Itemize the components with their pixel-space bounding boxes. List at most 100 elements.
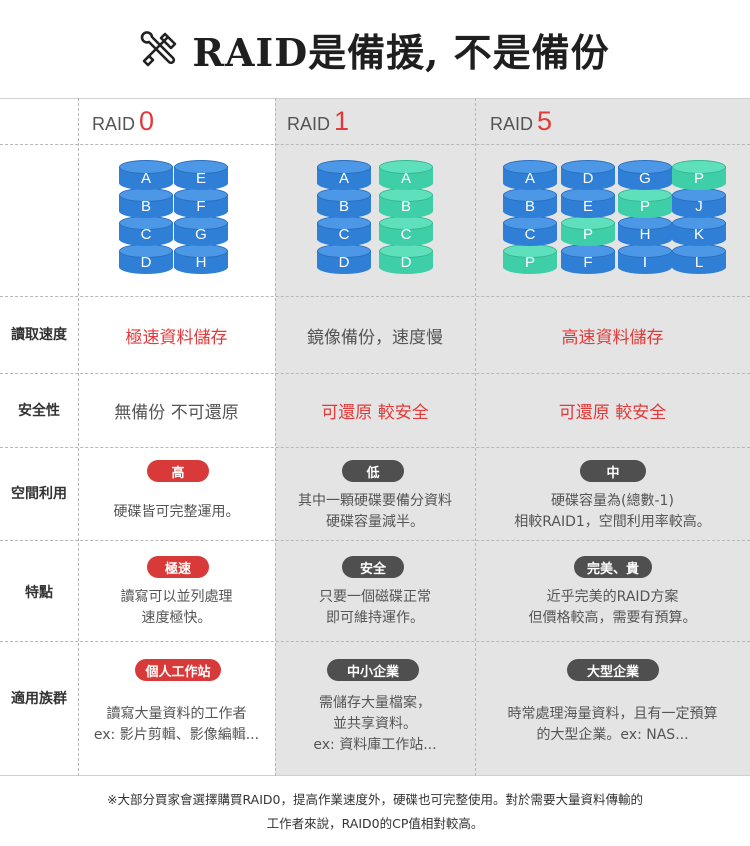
page-title: RAID是備援, 不是備份: [192, 29, 610, 75]
disk-block: H: [618, 216, 672, 246]
disk-label: P: [524, 254, 535, 271]
disk-label: B: [140, 198, 151, 215]
disk-label: A: [524, 170, 535, 187]
raid5-space-badge: 中: [580, 460, 646, 482]
disk-label: D: [400, 254, 412, 271]
disk-label: B: [524, 198, 535, 215]
grid-line: [0, 98, 750, 99]
raid5-audience-badge: 大型企業: [567, 659, 659, 681]
grid-line: [0, 373, 750, 374]
raid5-audience-desc: 時常處理海量資料，且有一定預算的大型企業。ex: NAS...: [507, 706, 718, 743]
disk-label: C: [524, 226, 536, 243]
disk-block: C: [317, 216, 371, 246]
disk-block: P: [618, 188, 672, 218]
disk-block: K: [672, 216, 726, 246]
disk-block: F: [561, 244, 615, 274]
disk-block: C: [119, 216, 173, 246]
disk-label: P: [582, 226, 593, 243]
disk-label: D: [140, 254, 152, 271]
disk-label: J: [695, 198, 703, 215]
disk-label: L: [694, 254, 704, 271]
row-label-space: 空間利用: [11, 486, 67, 502]
disk-label: G: [639, 170, 651, 187]
raid0-space-desc: 硬碟皆可完整運用。: [113, 504, 240, 520]
disk-block: A: [119, 160, 173, 190]
disk-label: P: [639, 198, 650, 215]
disk-block: F: [174, 188, 228, 218]
raid1-audience-badge: 中小企業: [327, 659, 419, 681]
tools-icon: [141, 31, 177, 67]
disk-label: E: [195, 170, 206, 187]
disk-label: I: [642, 254, 648, 271]
raid1-safety: 可還原 較安全: [321, 403, 429, 423]
disk-label: P: [693, 170, 704, 187]
page-header: RAID是備援, 不是備份: [0, 0, 750, 98]
disk-block: D: [561, 160, 615, 190]
grid-line: [0, 540, 750, 541]
disk-label: B: [400, 198, 411, 215]
row-label-safety: 安全性: [18, 403, 60, 419]
row-label-audience: 適用族群: [11, 691, 67, 707]
raid5-space-desc: 硬碟容量為(總數-1)相較RAID1，空間利用率較高。: [514, 493, 711, 530]
disk-label: K: [693, 226, 704, 243]
grid-line: [0, 144, 750, 145]
disk-block: H: [174, 244, 228, 274]
disk-block: C: [503, 216, 557, 246]
disk-label: C: [400, 226, 412, 243]
raid0-space-badge: 高: [147, 460, 209, 482]
grid-line: [0, 296, 750, 297]
grid-line: [0, 641, 750, 642]
disk-label: H: [639, 226, 651, 243]
disk-block: E: [174, 160, 228, 190]
raid1-feature-badge: 安全: [342, 556, 404, 578]
raid5-feature-badge: 完美、貴: [574, 556, 652, 578]
disk-label: D: [582, 170, 594, 187]
raid5-safety: 可還原 較安全: [558, 403, 667, 423]
grid-line: [0, 775, 750, 776]
disk-label: H: [195, 254, 207, 271]
disk-block: A: [317, 160, 371, 190]
raid1-space-desc: 其中一顆硬碟要備分資料硬碟容量減半。: [298, 493, 452, 530]
disk-label: C: [338, 226, 350, 243]
disk-block: J: [672, 188, 726, 218]
grid-line: [475, 98, 476, 776]
disk-block: G: [174, 216, 228, 246]
raid0-safety: 無備份 不可還原: [114, 403, 239, 423]
disk-block: L: [672, 244, 726, 274]
disk-block: P: [672, 160, 726, 190]
disk-block: P: [503, 244, 557, 274]
disk-block: B: [317, 188, 371, 218]
footnote: ※大部分買家會選擇購買RAID0，提高作業速度外，硬碟也可完整使用。對於需要大量…: [107, 792, 643, 831]
row-label-feature: 特點: [25, 585, 53, 601]
disk-block: D: [317, 244, 371, 274]
disk-label: F: [196, 198, 206, 215]
raid0-feature-desc: 讀寫可以並列處理速度極快。: [120, 589, 233, 626]
disk-block: A: [503, 160, 557, 190]
raid1-audience-desc: 需儲存大量檔案，並共享資料。ex: 資料庫工作站...: [313, 695, 437, 753]
disk-block: C: [379, 216, 433, 246]
disk-label: C: [140, 226, 152, 243]
raid0-read-speed: 極速資料儲存: [125, 328, 228, 348]
disk-block: D: [119, 244, 173, 274]
disk-block: B: [503, 188, 557, 218]
disk-block: D: [379, 244, 433, 274]
disk-label: F: [583, 254, 593, 271]
disk-block: E: [561, 188, 615, 218]
disk-label: A: [140, 170, 151, 187]
disk-block: A: [379, 160, 433, 190]
grid-line: [78, 98, 79, 776]
disk-label: B: [338, 198, 349, 215]
disk-block: B: [119, 188, 173, 218]
raid1-space-badge: 低: [342, 460, 404, 482]
disk-block: G: [618, 160, 672, 190]
raid0-feature-badge: 極速: [147, 556, 209, 578]
raid1-feature-desc: 只要一個磁碟正常即可維持運作。: [319, 589, 431, 626]
disk-block: B: [379, 188, 433, 218]
row-label-read-speed: 讀取速度: [11, 327, 67, 343]
grid-line: [275, 98, 276, 776]
raid5-read-speed: 高速資料儲存: [561, 328, 664, 348]
raid5-feature-desc: 近乎完美的RAID方案但價格較高，需要有預算。: [528, 589, 697, 626]
grid-line: [0, 447, 750, 448]
